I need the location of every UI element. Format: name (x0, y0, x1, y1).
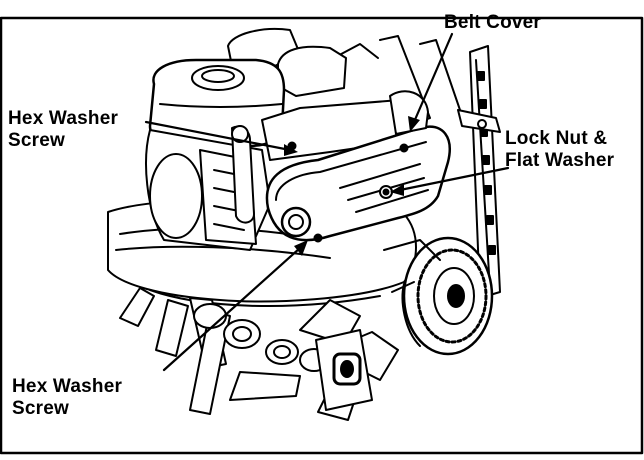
figure-frame (0, 16, 644, 455)
label-belt-cover: Belt Cover (444, 12, 542, 33)
label-hex-washer-screw-bottom: Hex Washer Screw (12, 376, 122, 420)
label-hex-washer-screw-bottom-line1: Hex Washer (12, 376, 123, 397)
label-hex-washer-screw-top-line1: Hex Washer (8, 108, 119, 129)
engine (145, 28, 413, 251)
transport-wheel (383, 236, 494, 356)
label-lock-nut-flat-washer: Lock Nut & Flat Washer (505, 128, 614, 172)
belt-cover (265, 90, 451, 242)
label-hex-washer-screw-bottom-line2: Screw (12, 398, 69, 419)
label-hex-washer-screw-top: Hex Washer Screw (8, 108, 118, 152)
label-lock-nut-line1: Lock Nut & (505, 128, 608, 149)
leader-lines (144, 32, 510, 372)
label-lock-nut-line2: Flat Washer (505, 150, 615, 171)
tines (119, 287, 399, 421)
fasteners (287, 141, 409, 243)
label-hex-washer-screw-top-line2: Screw (8, 130, 65, 151)
